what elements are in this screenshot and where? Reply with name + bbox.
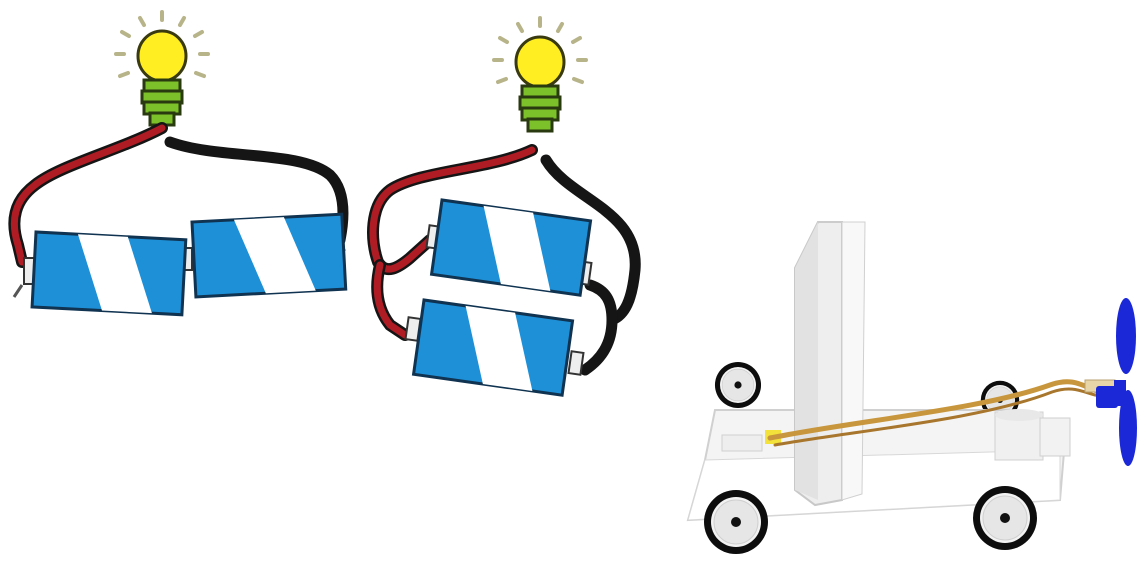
battery-left (32, 232, 186, 315)
propeller-icon (1116, 298, 1136, 374)
battery-right (192, 214, 346, 297)
wheel-front-left (704, 490, 768, 554)
parallel-circuit (373, 18, 635, 395)
battery-bottom (414, 300, 573, 395)
light-bulb-icon (494, 18, 586, 131)
light-bulb-icon (116, 12, 208, 125)
propeller-car (688, 222, 1137, 554)
battery-top (432, 200, 591, 295)
series-circuit (14, 12, 346, 315)
wheel-back-left (715, 362, 761, 408)
wheel-front-right (973, 486, 1037, 550)
